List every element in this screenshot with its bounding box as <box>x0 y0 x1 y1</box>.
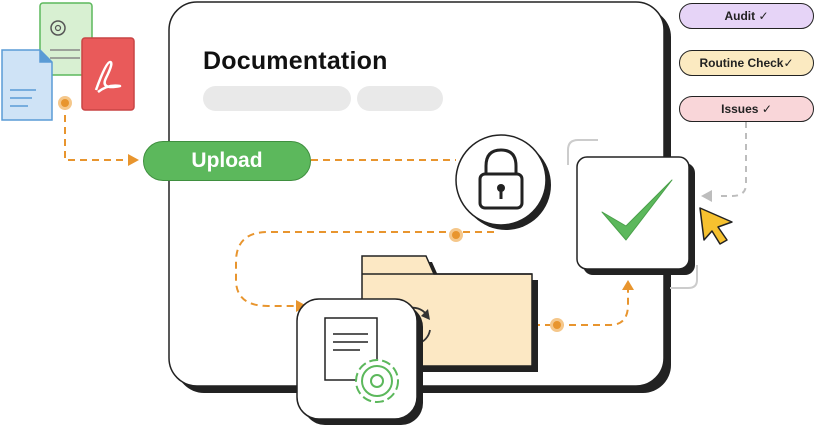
review-arrow <box>701 190 712 202</box>
checkmark-icon <box>567 139 698 289</box>
pdf-icon <box>81 37 135 111</box>
flow-lines <box>64 103 629 326</box>
documentation-card <box>168 1 671 393</box>
upload-button[interactable]: Upload <box>143 141 311 181</box>
audit-tag: Audit ✓ <box>679 3 814 29</box>
issues-tag: Issues ✓ <box>679 96 814 122</box>
review-line <box>716 122 747 197</box>
text-document-icon <box>1 49 53 121</box>
document-gear-icon <box>296 298 423 425</box>
flow-arrows <box>128 154 634 312</box>
page-title: Documentation <box>203 47 388 75</box>
cursor-icon <box>699 207 733 245</box>
placeholder-bar <box>203 86 351 111</box>
placeholder-bar <box>357 86 443 111</box>
routine-check-tag: Routine Check✓ <box>679 50 814 76</box>
flow-dots <box>58 96 564 332</box>
lock-icon <box>455 134 551 230</box>
